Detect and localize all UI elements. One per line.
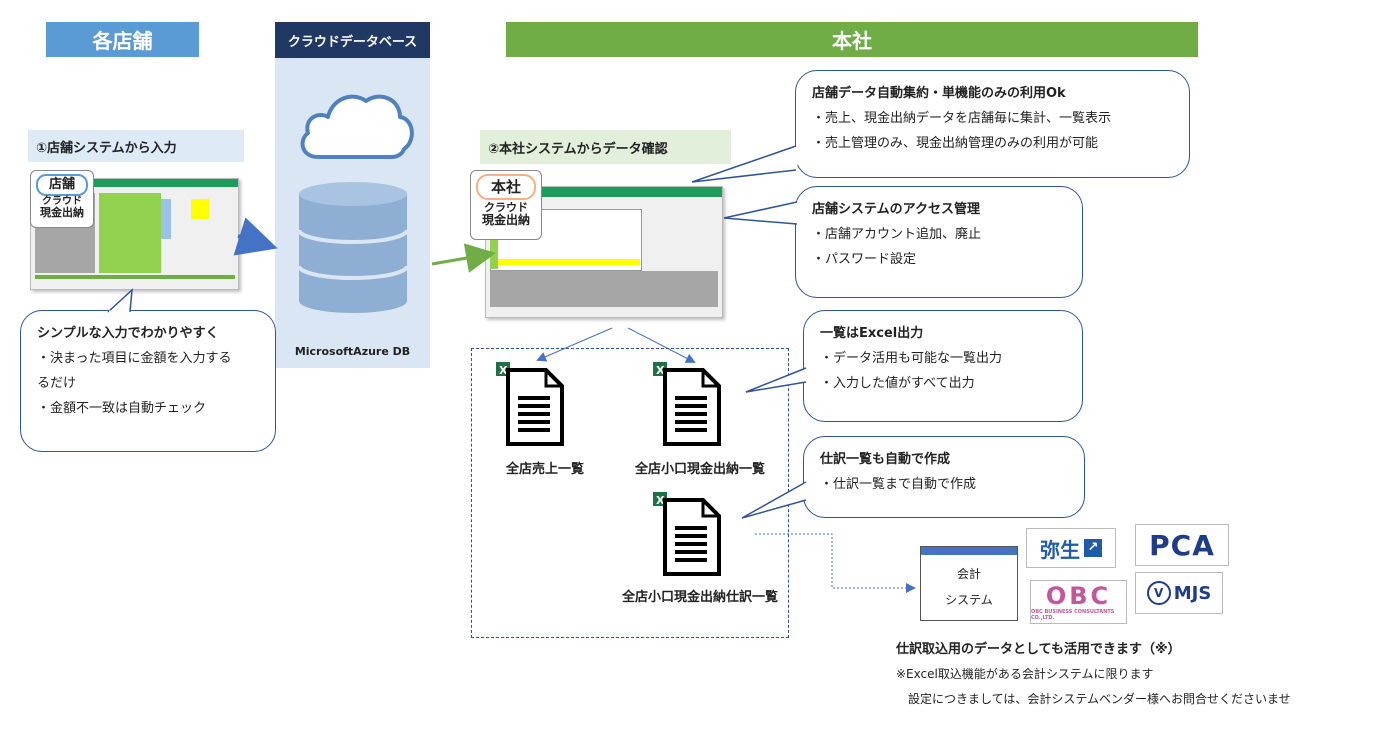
svg-text:X: X bbox=[656, 364, 665, 377]
store-system-badge: 店舗 クラウド 現金出納 bbox=[30, 170, 94, 228]
callout-aggregate: 店舗データ自動集約・単機能のみの利用Ok ・売上、現金出納データを店舗毎に集計、… bbox=[795, 70, 1190, 178]
note-sub2: 設定につきましては、会計システムベンダー様へお問合せくださいませ bbox=[908, 692, 1291, 706]
azure-db-label: MicrosoftAzure DB bbox=[294, 345, 411, 358]
callout-aggregate-tail bbox=[691, 145, 798, 183]
to-petty-arrow bbox=[627, 327, 696, 363]
callout-journal-tail bbox=[741, 481, 808, 519]
to-accounting-arrow bbox=[755, 533, 916, 593]
pca-logo: PCA bbox=[1135, 524, 1229, 566]
obc-logo: OBC OBC BUSINESS CONSULTANTS CO.,LTD. bbox=[1030, 580, 1127, 624]
file-label-journal: 全店小口現金出納仕訳一覧 bbox=[621, 590, 778, 605]
file-label-sales: 全店売上一覧 bbox=[505, 462, 584, 477]
hq-system-badge: 本社 クラウド 現金出納 bbox=[470, 170, 542, 240]
callout-simple-tail bbox=[107, 288, 133, 314]
cloud-db-header: クラウドデータベース bbox=[275, 22, 430, 58]
step1-label: ①店舗システムから入力 bbox=[28, 130, 244, 162]
callout-access: 店舗システムのアクセス管理 ・店舗アカウント追加、廃止 ・パスワード設定 bbox=[795, 186, 1083, 298]
callout-simple-input: シンプルな入力でわかりやすく ・決まった項目に金額を入力する るだけ ・金額不一… bbox=[20, 310, 276, 452]
note-sub1: ※Excel取込機能がある会計システムに限ります bbox=[896, 667, 1154, 681]
cloud-icon bbox=[300, 94, 414, 159]
svg-text:X: X bbox=[499, 364, 508, 377]
store-header: 各店舗 bbox=[46, 22, 199, 57]
note-main: 仕訳取込用のデータとしても活用できます（※） bbox=[896, 642, 1181, 657]
db-to-hq-arrow bbox=[431, 243, 496, 273]
excel-file-icon-sales: X bbox=[496, 362, 564, 446]
excel-file-icon-journal: X bbox=[653, 492, 721, 576]
hq-header: 本社 bbox=[506, 22, 1198, 57]
to-sales-arrow bbox=[536, 327, 613, 362]
accounting-system-box: 会計 システム bbox=[920, 546, 1018, 621]
step2-label: ②本社システムからデータ確認 bbox=[480, 130, 731, 164]
database-icon bbox=[297, 182, 409, 313]
store-to-db-arrow bbox=[233, 217, 278, 256]
file-label-petty-cash: 全店小口現金出納一覧 bbox=[634, 462, 765, 477]
callout-access-tail bbox=[723, 201, 799, 225]
mjs-logo: V MJS bbox=[1135, 572, 1223, 614]
excel-file-icon-petty-cash: X bbox=[653, 362, 721, 446]
svg-text:X: X bbox=[656, 494, 665, 507]
callout-journal: 仕訳一覧も自動で作成 ・仕訳一覧まで自動で作成 bbox=[803, 436, 1085, 518]
callout-excel: 一覧はExcel出力 ・データ活用も可能な一覧出力 ・入力した値がすべて出力 bbox=[803, 310, 1083, 422]
yayoi-logo: 弥生 ↗ bbox=[1026, 528, 1116, 568]
callout-excel-tail bbox=[745, 367, 808, 393]
